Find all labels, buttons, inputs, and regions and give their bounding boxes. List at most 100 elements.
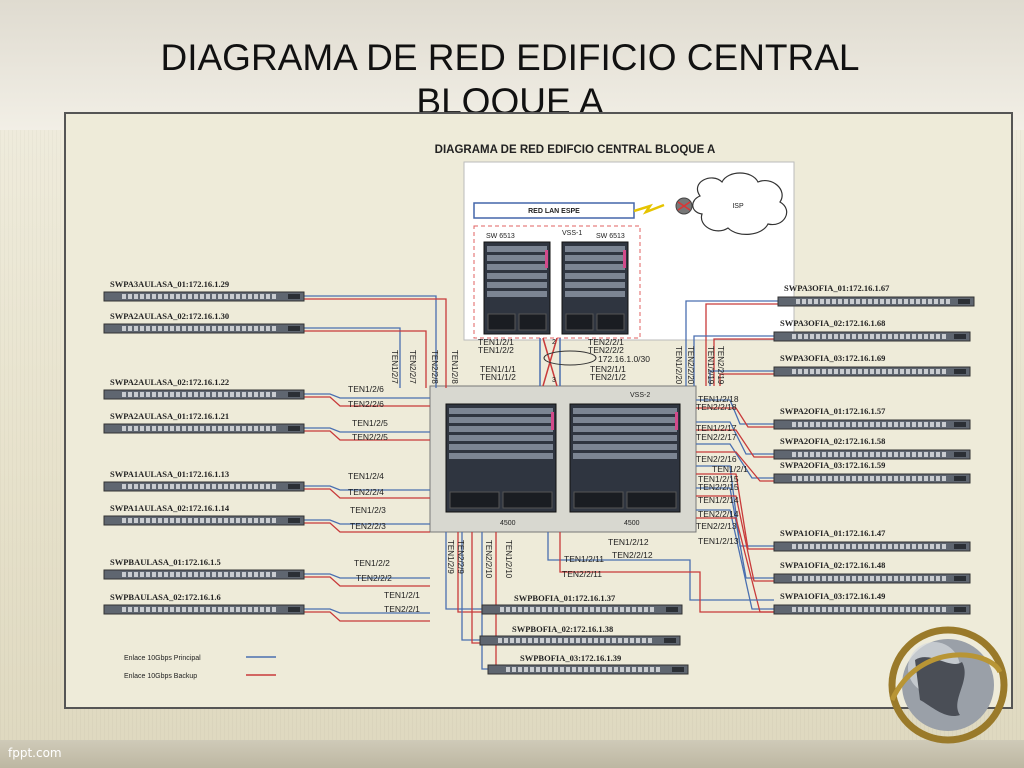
left-port-label-5: TEN1/2/4 [348,471,384,481]
right-port-label-6: TEN1/2/1 [712,464,748,474]
sw-right-label: SW 6513 [596,233,625,240]
left-port-label-6: TEN2/2/4 [348,487,384,497]
bottom-switch-1 [481,604,683,615]
right-switch-label-6: SWPA2OFIA_03:172.16.1.59 [780,460,885,470]
right-uplink-principal-8 [696,487,774,579]
c4500-right-chassis [569,403,681,513]
right-port-label-3: TEN1/2/17 [696,423,737,433]
sw6513-right-chassis [561,241,629,335]
right-switch-6 [773,473,971,484]
left-switch-label-5: SWPA1AULASA_01:172.16.1.13 [110,469,229,479]
bottom-port-label-4: TEN2/2/11 [562,569,602,579]
right-switch-label-2: SWPA3OFIA_02:172.16.1.68 [780,318,885,328]
model-left-label: 4500 [500,520,516,527]
right-uplink-backup-3 [719,373,774,386]
core-port-b1: TEN2/2/1 [588,337,624,347]
footer-brand: fppt.com [8,746,62,760]
core-link-number-3: 3 [552,377,556,384]
legend: Enlace 10Gbps Principal Enlace 10Gbps Ba… [124,655,276,680]
left-uplink-backup-8 [304,611,430,622]
bottom-uplink-principal-2 [461,532,480,641]
right-uplink-backup-5 [696,429,774,458]
right-uplink-backup-1 [705,303,778,386]
left-uplink-backup-5 [304,488,430,499]
access-switches: SWPA3AULASA_01:172.16.1.29SWPA2AULASA_02… [103,279,975,675]
right-switch-label-4: SWPA2OFIA_01:172.16.1.57 [780,406,886,416]
left-vport-label-4: TEN1/2/8 [450,350,459,384]
left-vport-label-2: TEN2/2/7 [408,350,417,384]
bottom-uplink-backup-2 [471,532,480,644]
right-uplink-principal-7 [696,465,774,547]
bottom-switch-label-1: SWPBOFIA_01:172.16.1.37 [514,593,616,603]
left-uplink-backup-4 [304,430,430,441]
bottom-switch-2 [479,635,681,646]
right-port-label-1: TEN1/2/18 [698,394,739,404]
right-switch-8 [773,573,971,584]
left-uplink-backup-3 [304,396,430,407]
left-switch-1 [103,291,305,302]
right-uplink-backup-8 [696,495,774,582]
right-uplink-principal-1 [685,300,778,386]
right-port-label-10: TEN2/2/14 [698,509,739,519]
right-uplink-principal-2 [693,335,774,386]
left-uplink-principal-5 [304,485,430,491]
router-cross-icon [677,201,691,211]
core-links [539,337,597,387]
right-uplink-principal-9 [696,509,774,610]
bottom-uplink-backup-1 [457,532,482,613]
red-lan-label: RED LAN ESPE [528,208,580,215]
bottom-vport-label-3: TEN2/2/10 [484,540,493,579]
left-uplink-principal-2 [304,327,401,388]
top-band [0,0,1024,130]
left-uplink-principal-4 [304,427,430,433]
right-uplink-backup-7 [696,473,774,550]
isp-cloud-icon [692,172,788,235]
bottom-uplink-principal-1 [445,532,482,610]
bottom-switch-label-2: SWPBOFIA_02:172.16.1.38 [512,624,613,634]
right-switch-label-3: SWPA3OFIA_03:172.16.1.69 [780,353,885,363]
right-port-label-2: TEN2/2/18 [696,402,737,412]
right-switch-3 [773,366,971,377]
isp-label: ISP [732,203,744,210]
left-switch-3 [103,389,305,400]
left-port-label-12: TEN2/2/1 [384,604,420,614]
left-switch-5 [103,481,305,492]
globe-icon [888,626,1008,744]
left-port-label-8: TEN2/2/3 [350,521,386,531]
legend-backup: Enlace 10Gbps Backup [124,673,197,680]
left-uplink-principal-8 [304,608,430,614]
sw6513-left-chassis [483,241,551,335]
right-switch-label-1: SWPA3OFIA_01:172.16.1.67 [784,283,890,293]
right-port-label-8: TEN2/2/15 [698,482,739,492]
left-port-label-7: TEN1/2/3 [350,505,386,515]
left-port-label-2: TEN2/2/6 [348,399,384,409]
core-link-number-2: 2 [552,339,556,346]
core-port-a2: TEN1/2/2 [478,345,514,355]
bottom-switch-label-3: SWPBOFIA_03:172.16.1.39 [520,653,621,663]
right-switch-9 [773,604,971,615]
diagram-inner-title: DIAGRAMA DE RED EDIFCIO CENTRAL BLOQUE A [435,144,716,156]
left-switch-label-4: SWPA2AULASA_01:172.16.1.21 [110,411,229,421]
right-vport-label-1: TEN1/2/20 [674,346,683,385]
core-port-a1: TEN1/2/1 [478,337,514,347]
left-switch-6 [103,515,305,526]
left-switch-label-7: SWPBAULASA_01:172.16.1.5 [110,557,221,567]
model-right-label: 4500 [624,520,640,527]
left-switch-label-1: SWPA3AULASA_01:172.16.1.29 [110,279,229,289]
left-port-label-10: TEN2/2/2 [356,573,392,583]
left-uplink-principal-6 [304,519,430,525]
core-port-d1: TEN2/1/1 [590,364,626,374]
core-link-subnet: 172.16.1.0/30 [598,354,650,364]
port-labels: TEN1/2/6TEN2/2/6TEN1/2/5TEN2/2/5TEN1/2/4… [348,346,748,614]
left-port-label-3: TEN1/2/5 [352,418,388,428]
left-switch-7 [103,569,305,580]
left-uplink-principal-7 [304,573,430,579]
left-vport-label-3: TEN2/2/8 [430,350,439,384]
right-uplink-principal-4 [696,399,774,425]
title-line-1: DIAGRAMA DE RED EDIFICIO CENTRAL [160,37,860,78]
vss1-label: VSS-1 [562,230,582,237]
right-port-label-12: TEN1/2/13 [698,536,739,546]
left-switch-4 [103,423,305,434]
right-port-label-7: TEN1/2/15 [698,474,739,484]
